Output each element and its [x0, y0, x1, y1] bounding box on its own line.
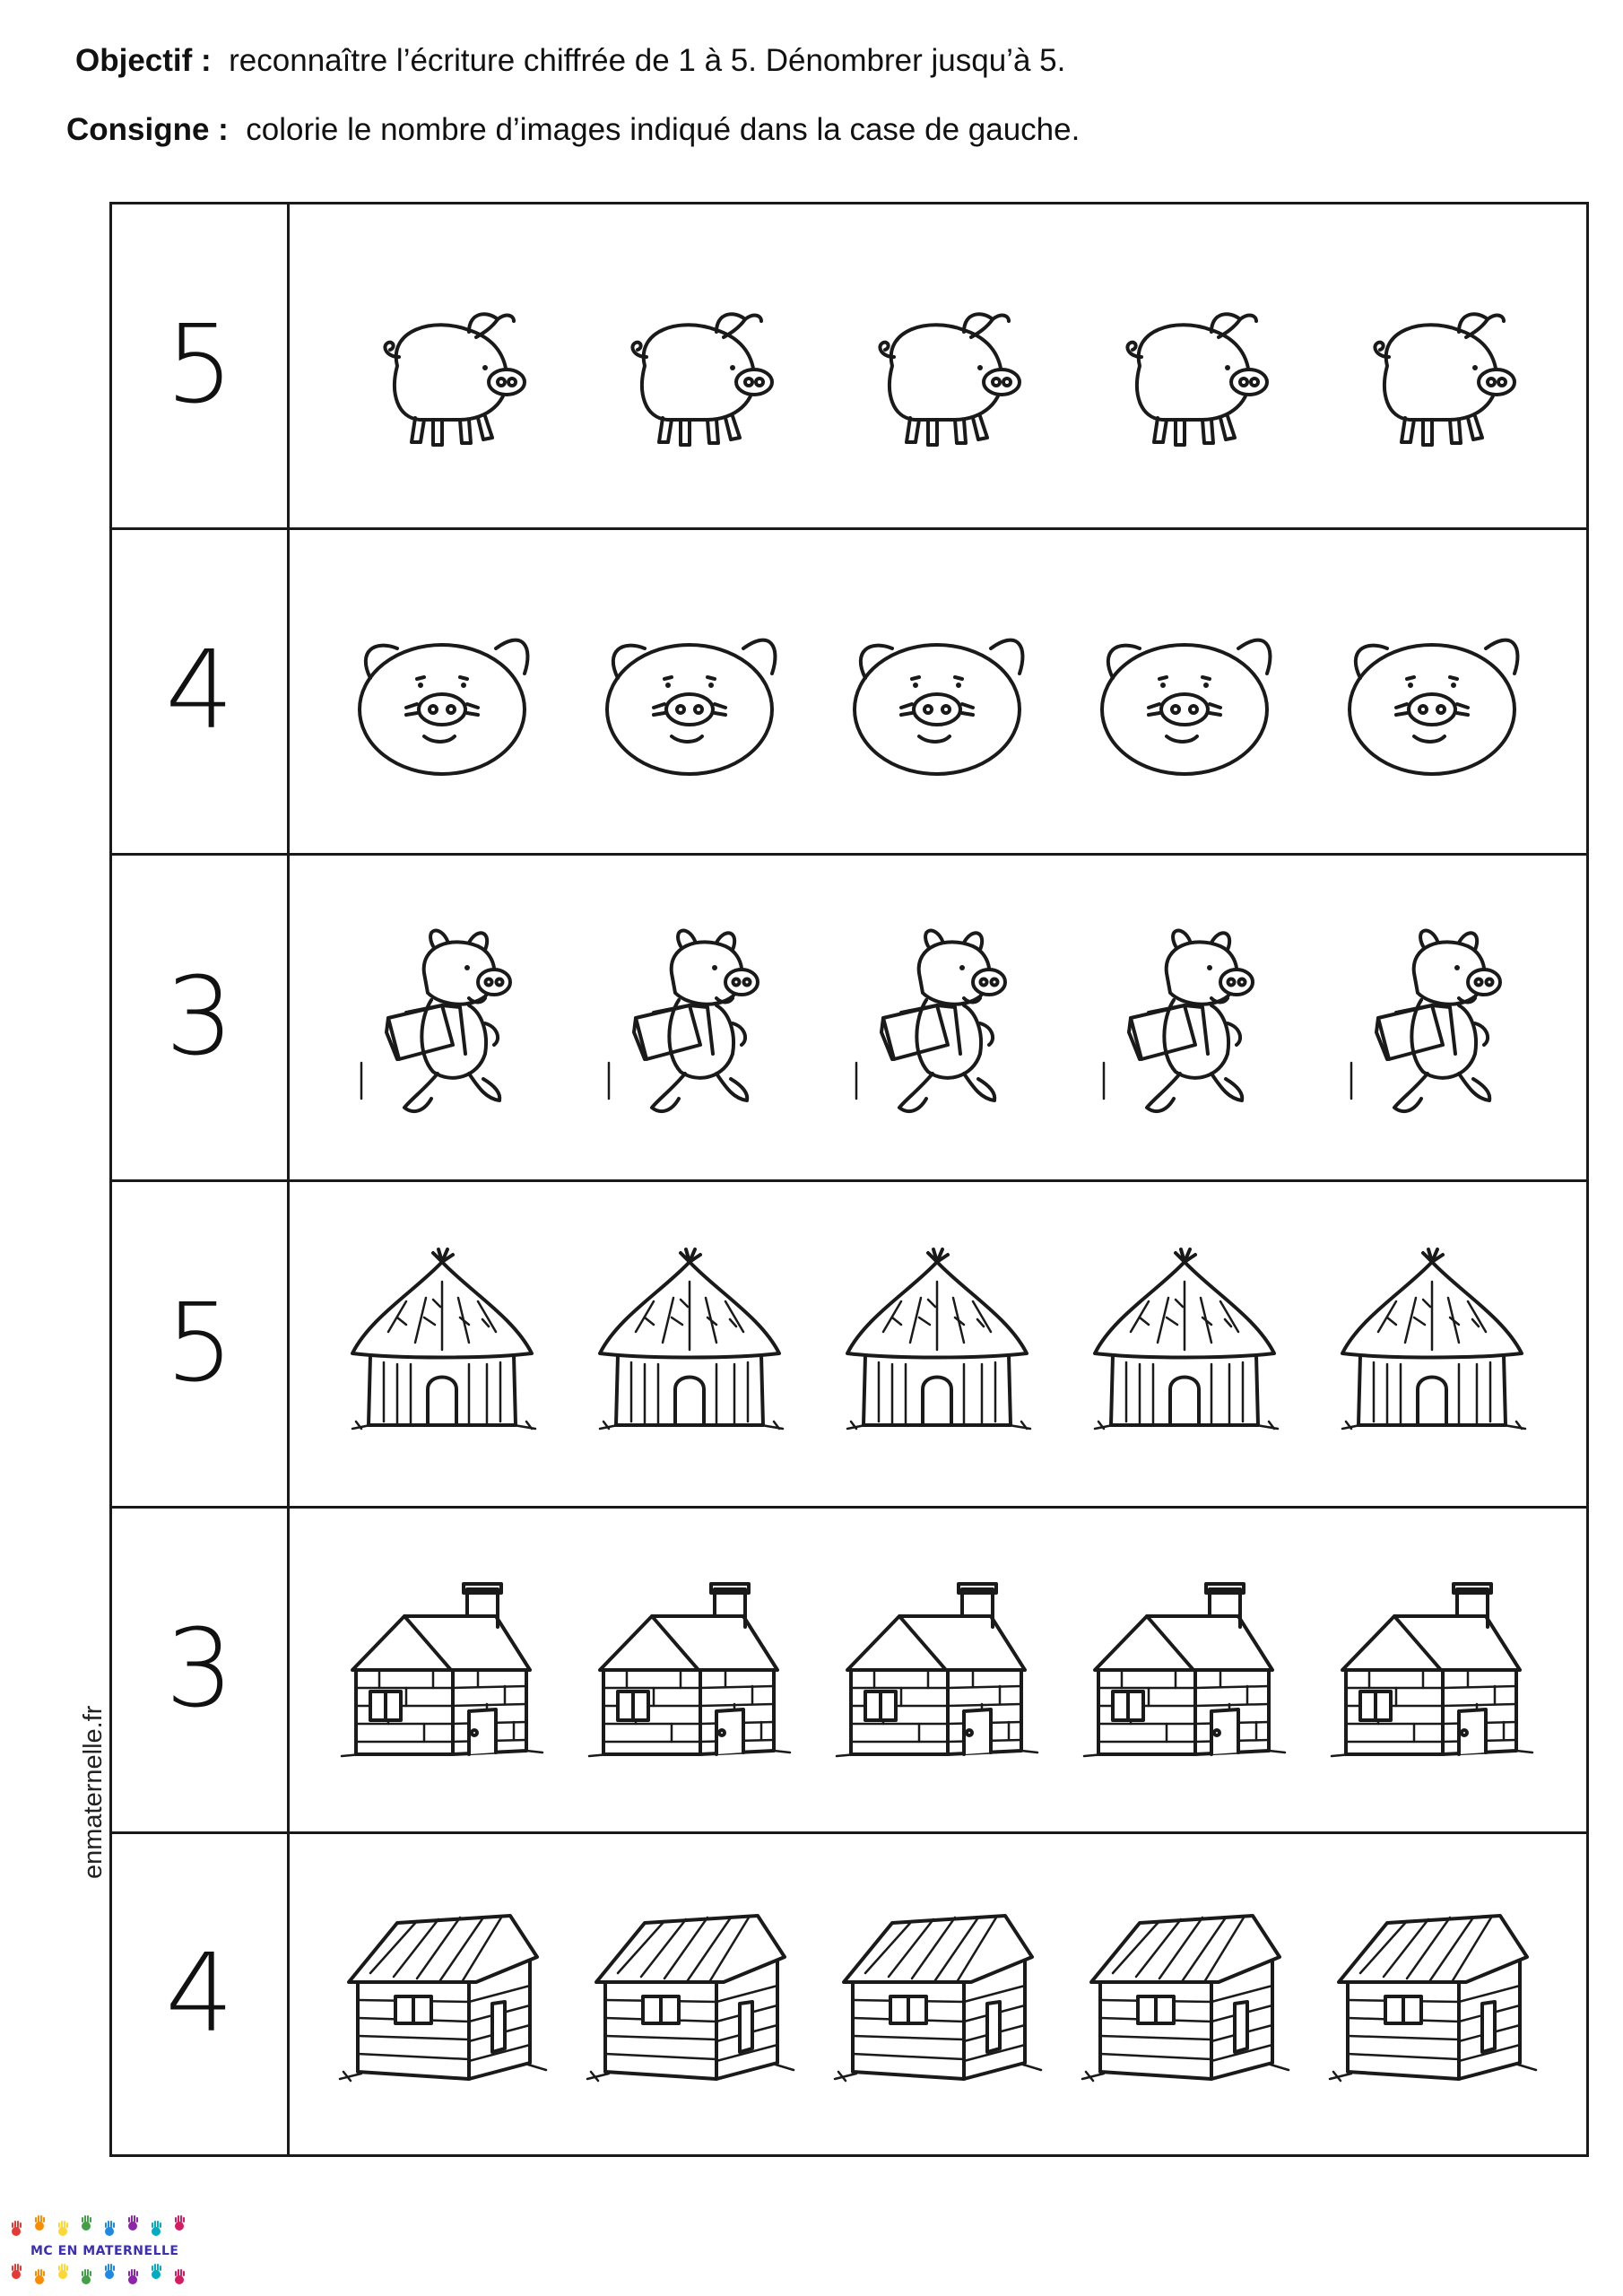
brick-house-icon[interactable] — [1077, 1562, 1292, 1778]
pig-with-schoolbag-icon[interactable] — [1324, 910, 1540, 1126]
worksheet-row: 3 — [112, 856, 1586, 1182]
walking-pig-icon[interactable] — [582, 258, 797, 474]
target-number: 5 — [112, 1182, 290, 1506]
target-number: 4 — [112, 530, 290, 853]
straw-hut-icon[interactable] — [1077, 1237, 1292, 1452]
wooden-house-icon[interactable] — [1324, 1887, 1540, 2102]
instruction-line: Consigne : colorie le nombre d’images in… — [66, 112, 1080, 148]
pig-face-icon[interactable] — [334, 584, 550, 799]
worksheet-row: 4 — [112, 1834, 1586, 2154]
pig-face-icon[interactable] — [829, 584, 1045, 799]
wooden-house-icon[interactable] — [1077, 1887, 1292, 2102]
target-number: 3 — [112, 856, 290, 1179]
objective-line: Objectif : reconnaître l’écriture chiffr… — [75, 43, 1065, 79]
walking-pig-icon[interactable] — [334, 258, 550, 474]
wooden-house-icon[interactable] — [334, 1887, 550, 2102]
pig-with-schoolbag-icon[interactable] — [334, 910, 550, 1126]
hand-prints-icon — [12, 2215, 185, 2284]
pig-with-schoolbag-icon[interactable] — [829, 910, 1045, 1126]
site-credit: enmaternelle.fr — [79, 1705, 108, 1879]
worksheet-row: 5 — [112, 204, 1586, 530]
objective-label: Objectif : — [75, 43, 212, 78]
brick-house-icon[interactable] — [582, 1562, 797, 1778]
instruction-label: Consigne : — [66, 112, 229, 147]
picture-cell — [290, 1509, 1586, 1831]
straw-hut-icon[interactable] — [334, 1237, 550, 1452]
worksheet-row: 4 — [112, 530, 1586, 856]
target-number: 3 — [112, 1509, 290, 1831]
brick-house-icon[interactable] — [334, 1562, 550, 1778]
walking-pig-icon[interactable] — [1324, 258, 1540, 474]
picture-cell — [290, 1182, 1586, 1506]
pig-face-icon[interactable] — [1324, 584, 1540, 799]
walking-pig-icon[interactable] — [829, 258, 1045, 474]
walking-pig-icon[interactable] — [1077, 258, 1292, 474]
picture-cell — [290, 530, 1586, 853]
worksheet-row: 5 — [112, 1182, 1586, 1509]
worksheet-row: 3 — [112, 1509, 1586, 1834]
picture-cell — [290, 204, 1586, 527]
straw-hut-icon[interactable] — [582, 1237, 797, 1452]
logo-text: MC EN MATERNELLE — [30, 2244, 179, 2258]
brick-house-icon[interactable] — [1324, 1562, 1540, 1778]
wooden-house-icon[interactable] — [829, 1887, 1045, 2102]
picture-cell — [290, 856, 1586, 1179]
straw-hut-icon[interactable] — [829, 1237, 1045, 1452]
brick-house-icon[interactable] — [829, 1562, 1045, 1778]
pig-face-icon[interactable] — [582, 584, 797, 799]
target-number: 4 — [112, 1834, 290, 2154]
pig-face-icon[interactable] — [1077, 584, 1292, 799]
logo: MC EN MATERNELLE — [4, 2215, 201, 2287]
wooden-house-icon[interactable] — [582, 1887, 797, 2102]
objective-text: reconnaître l’écriture chiffrée de 1 à 5… — [229, 43, 1066, 78]
pig-with-schoolbag-icon[interactable] — [1077, 910, 1292, 1126]
instruction-text: colorie le nombre d’images indiqué dans … — [246, 112, 1081, 147]
pig-with-schoolbag-icon[interactable] — [582, 910, 797, 1126]
target-number: 5 — [112, 204, 290, 527]
straw-hut-icon[interactable] — [1324, 1237, 1540, 1452]
picture-cell — [290, 1834, 1586, 2154]
worksheet-table: 5 4 3 5 3 4 — [109, 202, 1589, 2157]
